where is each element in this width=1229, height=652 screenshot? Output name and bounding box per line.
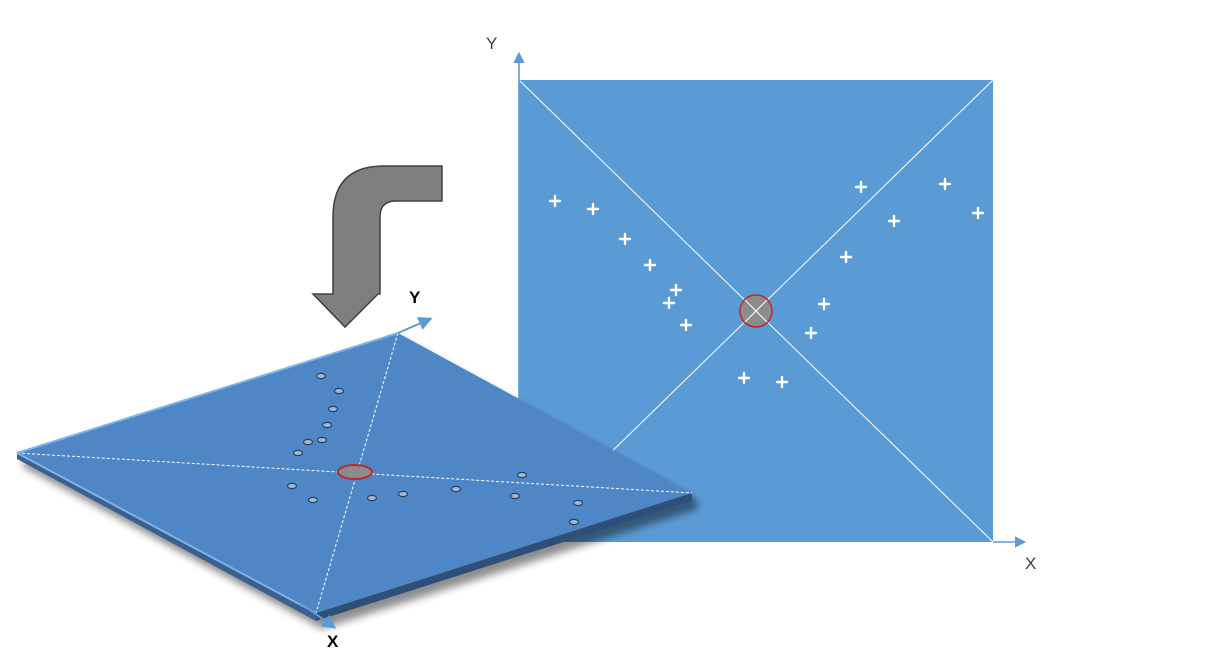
tilted-view-hole-marker (321, 421, 333, 429)
tilted-view-hole-marker (568, 518, 580, 526)
tilted-view-hole-marker (315, 372, 327, 380)
top-view-plus-marker (679, 318, 693, 332)
top-view-plus-marker (839, 250, 853, 264)
tilted-view-x-axis (299, 602, 337, 629)
top-view-plus-marker (643, 258, 657, 272)
tilted-view-hole-marker (397, 490, 409, 498)
top-view-plus-marker (662, 296, 676, 310)
tilted-view-y-axis (397, 317, 433, 334)
tilted-view-x-label: X (327, 632, 339, 651)
top-view-plus-marker (817, 297, 831, 311)
tilted-plate-side-left (17, 453, 316, 621)
tilted-view-hole-marker (307, 496, 319, 504)
top-view-plus-marker (971, 206, 985, 220)
tilted-view-hole-marker (286, 482, 298, 490)
top-view-markers (548, 177, 985, 389)
tilted-plate-edge (16, 332, 399, 454)
tilted-view-hole-marker (333, 387, 345, 395)
tilted-view-center-marker (337, 464, 373, 480)
top-view-plus-marker (548, 194, 562, 208)
top-view-center-cross-2 (744, 299, 768, 323)
tilted-plate-side (316, 493, 692, 621)
tilted-view-hole-marker (450, 485, 462, 493)
tilted-view-y-label: Y (409, 288, 421, 307)
tilted-plate-diagonal-1 (16, 452, 693, 494)
top-view-plus-marker (854, 180, 868, 194)
top-view-plus-marker (737, 371, 751, 385)
tilted-plate-edge-left (16, 452, 317, 614)
top-view-plus-marker (586, 202, 600, 216)
tilted-view-hole-marker (292, 449, 304, 457)
tilted-view-hole-marker (302, 438, 314, 446)
top-view-x-label: X (1025, 554, 1036, 573)
top-view-plus-marker (618, 232, 632, 246)
top-view-plus-marker (775, 375, 789, 389)
tilted-view: Y X (16, 288, 693, 651)
tilted-view-hole-marker (572, 499, 584, 507)
top-view-plus-marker (669, 283, 683, 297)
tilted-view-hole-marker (327, 405, 339, 413)
rotation-arrow-icon (311, 165, 443, 329)
tilted-view-hole-marker (316, 436, 328, 444)
top-view-plus-marker (887, 214, 901, 228)
top-view-plus-marker (938, 177, 952, 191)
tilted-view-markers (286, 372, 584, 526)
tilted-view-hole-marker (516, 471, 528, 479)
top-view-y-label: Y (486, 34, 497, 53)
top-view-plus-marker (804, 326, 818, 340)
tilted-view-hole-marker (366, 494, 378, 502)
tilted-view-hole-marker (509, 492, 521, 500)
